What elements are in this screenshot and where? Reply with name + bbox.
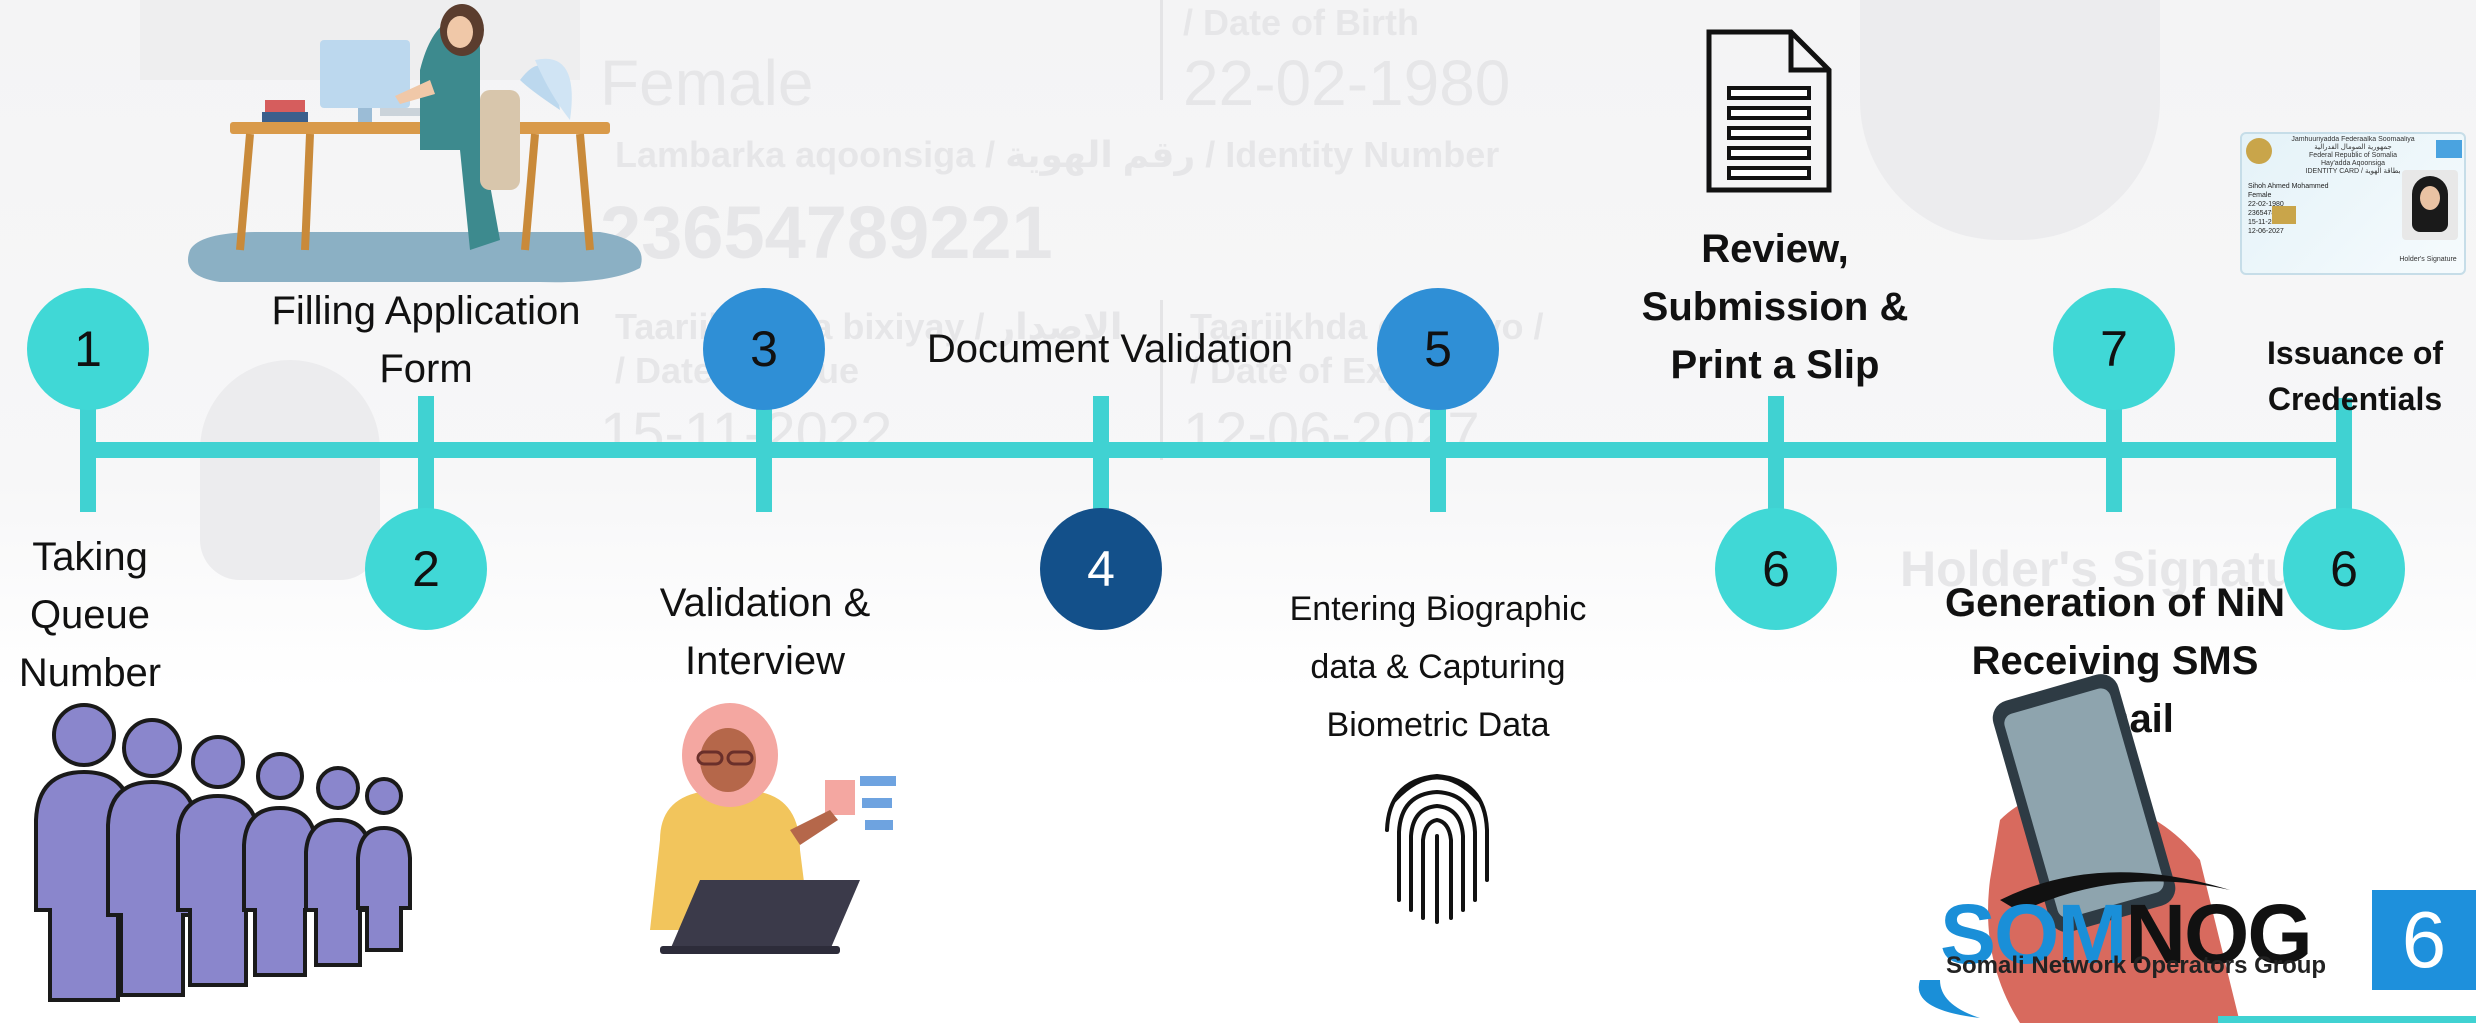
timeline-tick-2: [418, 396, 434, 516]
step-number: 7: [2100, 321, 2128, 377]
queue-people-icon: [34, 703, 412, 1002]
label-line: Entering Biographic: [1289, 590, 1587, 628]
somnog-logo: SOMNOG Somali Network Operators Group: [1900, 840, 2370, 1023]
step-number: 5: [1424, 321, 1452, 377]
step-node-8: 6: [2283, 508, 2405, 630]
label-line: Queue: [29, 593, 151, 637]
step-label-8: Issuance of Credentials: [2252, 330, 2458, 422]
fingerprint-icon: [1385, 773, 1489, 924]
bg-divider-lower: [1160, 300, 1163, 460]
bg-divider: [1160, 0, 1163, 100]
header-line: IDENTITY CARD / بطاقة الهوية: [2305, 168, 2401, 175]
label-line: Issuance of: [2266, 335, 2444, 371]
step-number: 1: [74, 321, 102, 377]
id-card-fields: Sihoh Ahmed Mohammed Female 22-02-1980 2…: [2248, 182, 2388, 236]
step-number: 4: [1087, 541, 1115, 597]
step-label-2: Filling Application Form: [226, 282, 626, 398]
label-line: Document Validation: [926, 327, 1294, 371]
step-label-6: Review, Submission & Print a Slip: [1600, 220, 1950, 394]
bg-small-portrait: [200, 360, 380, 580]
step-node-6: 6: [1715, 508, 1837, 630]
label-line: Print a Slip: [1670, 343, 1880, 387]
step-number: 6: [2330, 541, 2358, 597]
label-line: Interview: [684, 639, 846, 683]
timeline-tick-4: [1093, 396, 1109, 520]
step-label-3: Validation & Interview: [600, 574, 930, 690]
timeline-tick-5: [1430, 400, 1446, 512]
bg-dob-value: 22-02-1980: [1183, 47, 1511, 119]
bg-portrait-silhouette: [1860, 0, 2160, 240]
logo-tagline: Somali Network Operators Group: [1946, 952, 2327, 979]
card-gender: Female: [2248, 192, 2272, 199]
step-number: 2: [412, 541, 440, 597]
label-line: Form: [379, 347, 473, 391]
id-card-header: Jamhuuriyadda Federaalka Soomaaliya جمهو…: [2278, 136, 2428, 176]
woman-laptop-icon: [650, 703, 896, 954]
timeline-tick-6: [1768, 396, 1784, 516]
face-icon: [2420, 186, 2440, 210]
timeline-tick-3: [756, 400, 772, 512]
bg-signature-label: Holder's Signature: [1900, 541, 2343, 597]
footer-accent-bar: [2218, 1016, 2476, 1023]
header-line: Federal Republic of Somalia: [2309, 152, 2397, 159]
chip-icon: [2272, 206, 2296, 224]
smartphone-icon: [1988, 674, 2240, 1023]
signature-caption: Holder's Signature: [2399, 256, 2457, 263]
label-line: Credentials: [2267, 381, 2443, 417]
timeline-tick-1: [80, 400, 96, 512]
step-node-2: 2: [365, 508, 487, 630]
step-number: 3: [750, 321, 778, 377]
step-number: 6: [1762, 541, 1790, 597]
step-node-5: 5: [1377, 288, 1499, 410]
label-line: Filling Application: [271, 289, 581, 333]
logo-swoosh-icon: [1918, 872, 2230, 1018]
step-node-7: 7: [2053, 288, 2175, 410]
step-label-4: Document Validation: [890, 320, 1330, 378]
bg-dob-label: / Date of Birth: [1183, 2, 1420, 43]
id-card-icon: Jamhuuriyadda Federaalka Soomaaliya جمهو…: [2240, 132, 2466, 275]
card-expiry: 12-06-2027: [2248, 228, 2284, 235]
document-icon: [1706, 29, 1832, 193]
bg-id-label: Lambarka aqoonsiga / رقم الهوية / Identi…: [615, 134, 1500, 175]
step-node-4: 4: [1040, 508, 1162, 630]
card-id-number: 23654789221: [2248, 210, 2291, 217]
label-line: Biometric Data: [1326, 706, 1550, 744]
label-line: Review,: [1701, 227, 1849, 271]
office-worker-desk-icon: [188, 4, 642, 283]
step-label-5: Entering Biographic data & Capturing Bio…: [1240, 580, 1636, 754]
label-line: Taking: [32, 535, 148, 579]
bg-id-value: 23654789221: [600, 191, 1053, 274]
header-line: جمهورية الصومال الفدرالية: [2314, 144, 2392, 151]
logo-badge: 6: [2372, 890, 2476, 990]
header-line: Jamhuuriyadda Federaalka Soomaaliya: [2291, 136, 2415, 143]
card-dob: 22-02-1980: [2248, 201, 2284, 208]
card-name: Sihoh Ahmed Mohammed: [2248, 183, 2329, 190]
flag-icon: [2436, 140, 2462, 158]
step-label-1: Taking Queue Number: [0, 528, 180, 702]
card-issue: 15-11-2022: [2248, 219, 2284, 226]
timeline-tick-8: [2336, 398, 2352, 518]
logo-wordmark-som: SOM: [1940, 887, 2127, 981]
logo-wordmark: SOMNOG: [1940, 892, 2313, 976]
label-line: Validation &: [659, 581, 871, 625]
label-line: Number: [18, 651, 162, 695]
label-line: data & Capturing: [1310, 648, 1566, 686]
logo-wordmark-nog: NOG: [2125, 887, 2312, 981]
label-line: Submission &: [1641, 285, 1909, 329]
label-line: Generation of NiN: [1944, 581, 2286, 625]
step-node-3: 3: [703, 288, 825, 410]
timeline-tick-7: [2106, 400, 2122, 512]
emblem-icon: [2246, 138, 2272, 164]
step-node-1: 1: [27, 288, 149, 410]
holder-photo: [2402, 170, 2458, 240]
header-line: Hay'adda Aqoonsiga: [2321, 160, 2385, 167]
label-line: Receiving SMS: [1971, 639, 2259, 683]
bg-gender-value: Female: [600, 47, 814, 119]
